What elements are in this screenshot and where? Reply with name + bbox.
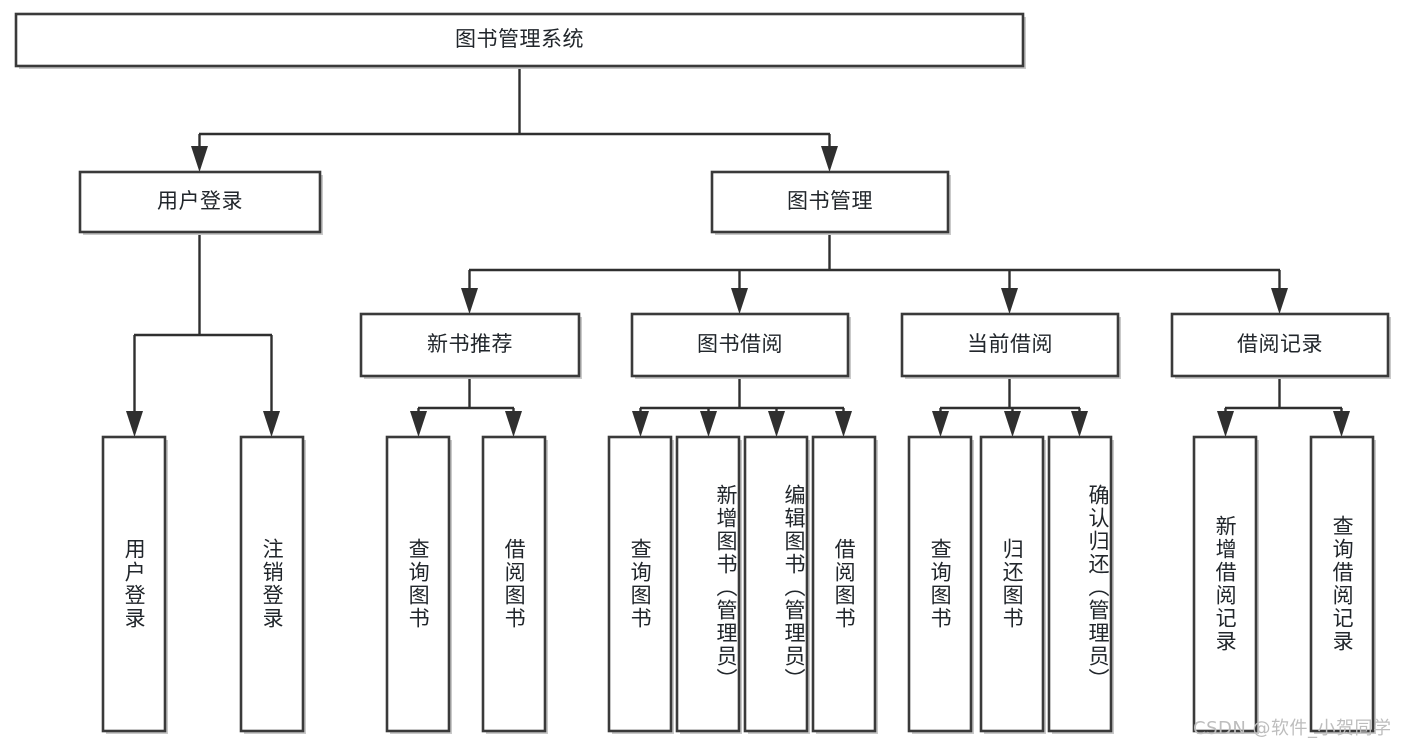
node-leaf-user-login[interactable] [101, 435, 168, 734]
arrow-head-leaf-user-logout [263, 411, 280, 437]
node-leaf-edit-book-box[interactable] [743, 435, 809, 733]
node-leaf-borrow-book-bb[interactable] [811, 435, 878, 734]
node-leaf-query-record-box[interactable] [1309, 435, 1375, 733]
node-book-manage-box[interactable] [710, 170, 950, 234]
connector-group-new-book-recommend-to-leaves [410, 376, 522, 437]
node-leaf-edit-book[interactable] [743, 435, 810, 734]
node-leaf-query-book-cb-box[interactable] [907, 435, 973, 733]
node-user-login-box[interactable] [78, 170, 322, 234]
node-leaf-user-logout-box[interactable] [239, 435, 305, 733]
node-user-login[interactable] [78, 170, 323, 235]
node-leaf-borrow-book-rec[interactable] [481, 435, 548, 734]
node-leaf-add-book-box[interactable] [675, 435, 741, 733]
arrow-head-user-login [191, 146, 208, 172]
node-leaf-borrow-book-rec-box[interactable] [481, 435, 547, 733]
node-leaf-user-logout[interactable] [239, 435, 306, 734]
arrow-head-leaf-return-book [1004, 411, 1021, 437]
arrow-head-leaf-query-book-cb [932, 411, 949, 437]
arrow-head-leaf-confirm-return [1071, 411, 1088, 437]
arrow-head-leaf-query-book-rec [410, 411, 427, 437]
node-leaf-return-book[interactable] [979, 435, 1046, 734]
node-leaf-borrow-book-bb-box[interactable] [811, 435, 877, 733]
node-new-book-recommend[interactable] [359, 312, 582, 379]
connector-group-user-login-to-leaves [126, 232, 280, 437]
node-root-box[interactable] [14, 12, 1025, 68]
node-borrow-record-box[interactable] [1170, 312, 1390, 378]
arrow-head-book-manage [821, 146, 838, 172]
node-leaf-query-book-rec[interactable] [385, 435, 452, 734]
arrow-head-leaf-borrow-book-rec [505, 411, 522, 437]
node-current-borrow-box[interactable] [900, 312, 1120, 378]
node-borrow-record[interactable] [1170, 312, 1391, 379]
node-new-book-recommend-box[interactable] [359, 312, 581, 378]
node-current-borrow[interactable] [900, 312, 1121, 379]
connector-group-book-borrow-to-leaves [632, 376, 852, 437]
arrow-head-book-borrow [731, 288, 748, 314]
arrow-head-leaf-edit-book [768, 411, 785, 437]
node-book-borrow-box[interactable] [630, 312, 850, 378]
node-leaf-query-book-bb-box[interactable] [607, 435, 673, 733]
arrow-head-current-borrow [1001, 288, 1018, 314]
connector-group-borrow-record-to-leaves [1217, 376, 1350, 437]
csdn-watermark: CSDN @软件_小贺同学 [1193, 718, 1392, 739]
node-leaf-query-book-rec-box[interactable] [385, 435, 451, 733]
arrow-head-leaf-add-record [1217, 411, 1234, 437]
node-leaf-add-record[interactable] [1192, 435, 1259, 734]
arrow-head-new-book-recommend [461, 288, 478, 314]
node-book-borrow[interactable] [630, 312, 851, 379]
arrow-head-leaf-add-book [700, 411, 717, 437]
node-leaf-confirm-return[interactable] [1047, 435, 1114, 734]
node-leaf-query-book-cb[interactable] [907, 435, 974, 734]
connector-group-current-borrow-to-leaves [932, 376, 1088, 437]
arrow-head-leaf-query-record [1333, 411, 1350, 437]
node-leaf-confirm-return-box[interactable] [1047, 435, 1113, 733]
arrow-head-leaf-user-login [126, 411, 143, 437]
connector-group-book-manage-to-level2 [461, 232, 1288, 314]
node-leaf-return-book-box[interactable] [979, 435, 1045, 733]
node-book-manage[interactable] [710, 170, 951, 235]
node-leaf-query-record[interactable] [1309, 435, 1376, 734]
node-root[interactable] [14, 12, 1026, 69]
node-leaf-query-book-bb[interactable] [607, 435, 674, 734]
arrow-head-leaf-query-book-bb [632, 411, 649, 437]
arrow-head-borrow-record [1271, 288, 1288, 314]
node-leaf-add-record-box[interactable] [1192, 435, 1258, 733]
arrow-head-leaf-borrow-book-bb [835, 411, 852, 437]
connector-group-root-to-level1 [191, 66, 838, 172]
node-leaf-add-book[interactable] [675, 435, 742, 734]
node-leaf-user-login-box[interactable] [101, 435, 167, 733]
